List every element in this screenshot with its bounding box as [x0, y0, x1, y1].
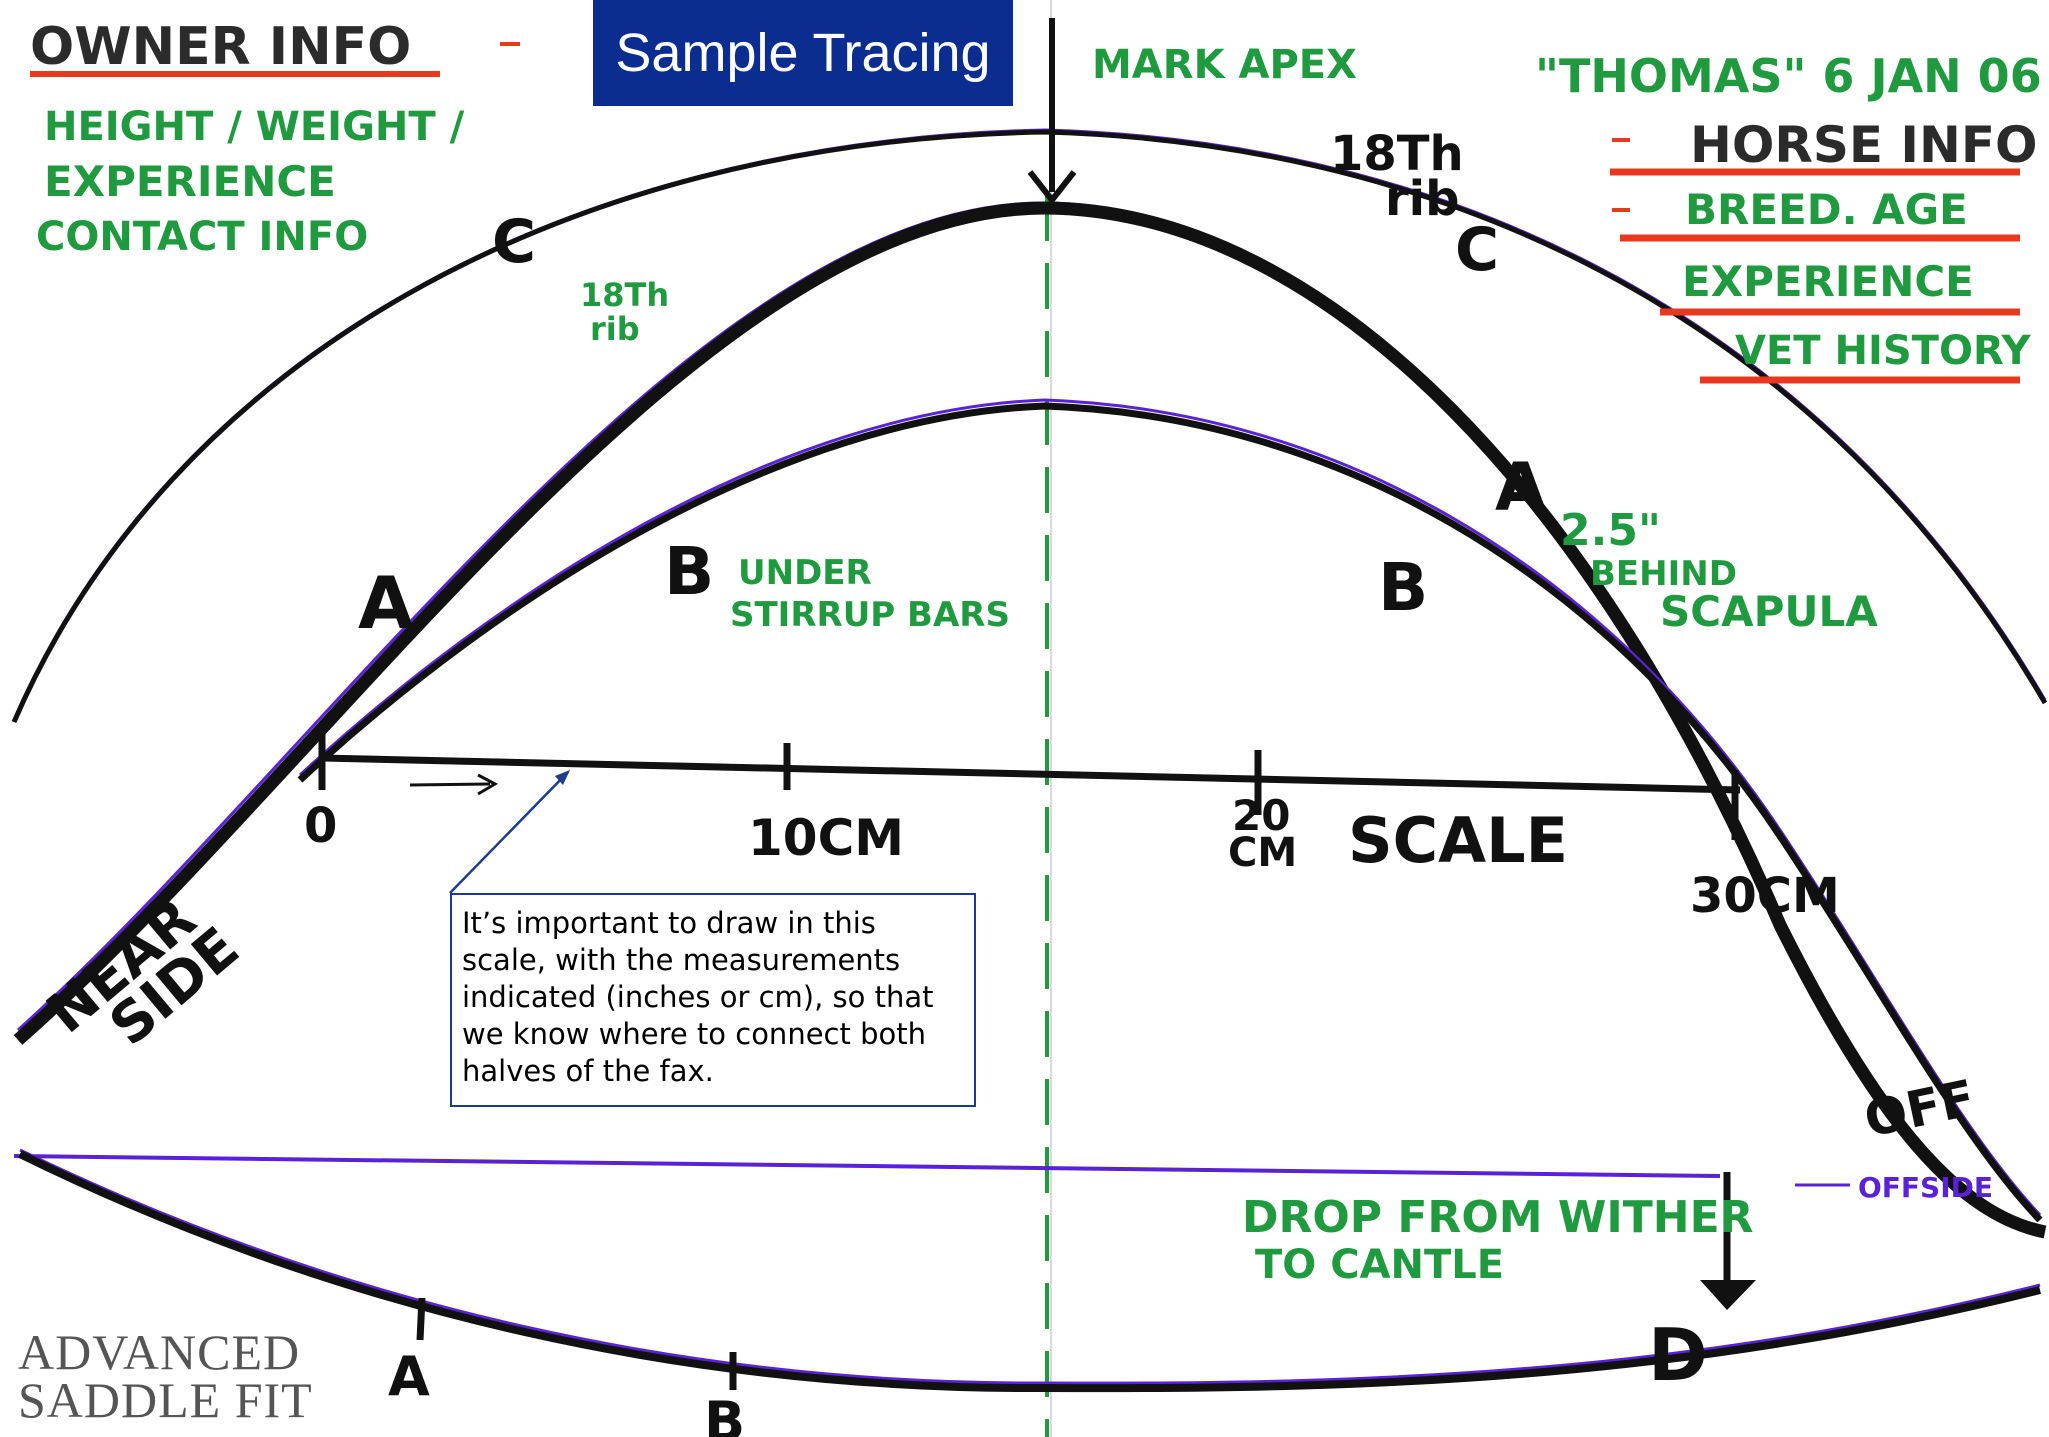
c-right-label: C	[1455, 215, 1499, 285]
b-bottom-label: B	[704, 1390, 745, 1437]
note-pointer-head	[555, 770, 570, 785]
a-bottom-label: A	[388, 1345, 430, 1408]
rib-left-label-1: 18Th	[580, 276, 669, 314]
curve-b	[297, 402, 2043, 1223]
behind-label-3: SCAPULA	[1660, 587, 1878, 636]
withers-line	[13, 1154, 1721, 1178]
curve-d-purple	[19, 1148, 2041, 1385]
scale-direction-arrow	[409, 782, 491, 787]
scale-0-label: 0	[304, 798, 337, 854]
near-side-label: NEAR SIDE	[35, 886, 251, 1059]
rib-right-label-2: rib	[1385, 171, 1459, 227]
owner-line3: CONTACT INFO	[36, 214, 368, 260]
apex-arrow-head	[1027, 170, 1077, 205]
b-right-label: B	[1378, 549, 1428, 626]
curve-d	[18, 1150, 2041, 1393]
scale-direction-arrowhead	[477, 773, 499, 796]
mark-apex-label: MARK APEX	[1092, 42, 1357, 88]
a-left-label: A	[358, 561, 414, 645]
bottom-tick-a	[416, 1297, 426, 1341]
under-label-2: STIRRUP BARS	[730, 595, 1010, 635]
behind-label-2: BEHIND	[1590, 554, 1737, 594]
horse-name-date: "THOMAS" 6 JAN 06	[1535, 49, 2042, 103]
scale-note-text: It’s important to draw in this scale, wi…	[462, 906, 934, 1088]
scale-line	[321, 754, 1741, 794]
owner-heading: OWNER INFO	[30, 17, 411, 77]
horse-line2: EXPERIENCE	[1682, 257, 1974, 306]
owner-line2: EXPERIENCE	[44, 157, 336, 206]
horse-line1: BREED. AGE	[1685, 185, 1968, 234]
horse-heading: HORSE INFO	[1690, 116, 2038, 174]
drop-arrow-head	[1700, 1280, 1756, 1310]
scale-20-label-a: 20	[1232, 791, 1290, 840]
horse-line3: VET HISTORY	[1735, 328, 2032, 374]
d-bottom-label: D	[1648, 1313, 1708, 1397]
logo-line2: SADDLE FIT	[18, 1372, 313, 1428]
off-label: OFF	[1859, 1069, 1979, 1149]
c-left-label: C	[492, 207, 536, 277]
title-banner: Sample Tracing	[593, 0, 1013, 106]
offside-label: OFFSIDE	[1858, 1171, 1993, 1204]
title-text: Sample Tracing	[615, 23, 991, 83]
scale-30-label: 30CM	[1690, 868, 1840, 924]
scale-10-label: 10CM	[748, 809, 904, 867]
logo-line1: ADVANCED	[18, 1324, 301, 1380]
drop-label-1: DROP FROM WITHER	[1242, 1192, 1754, 1243]
under-label-1: UNDER	[738, 553, 872, 593]
rib-right-label-1: 18Th	[1330, 126, 1464, 182]
note-pointer	[449, 771, 569, 894]
rib-left-label-2: rib	[590, 310, 640, 348]
curve-c	[11, 129, 2048, 723]
scale-word-label: SCALE	[1348, 804, 1568, 877]
scale-20-label-b: CM	[1228, 830, 1297, 876]
scale-note-callout: It’s important to draw in this scale, wi…	[450, 893, 976, 1107]
a-right-label: A	[1495, 449, 1546, 526]
b-left-label: B	[664, 533, 714, 610]
drop-label-2: TO CANTLE	[1255, 1242, 1504, 1288]
advanced-saddle-fit-logo: ADVANCED SADDLE FIT	[18, 1324, 338, 1437]
behind-label-1: 2.5"	[1560, 505, 1661, 556]
curve-a	[13, 201, 2047, 1239]
owner-line1: HEIGHT / WEIGHT /	[44, 104, 465, 150]
